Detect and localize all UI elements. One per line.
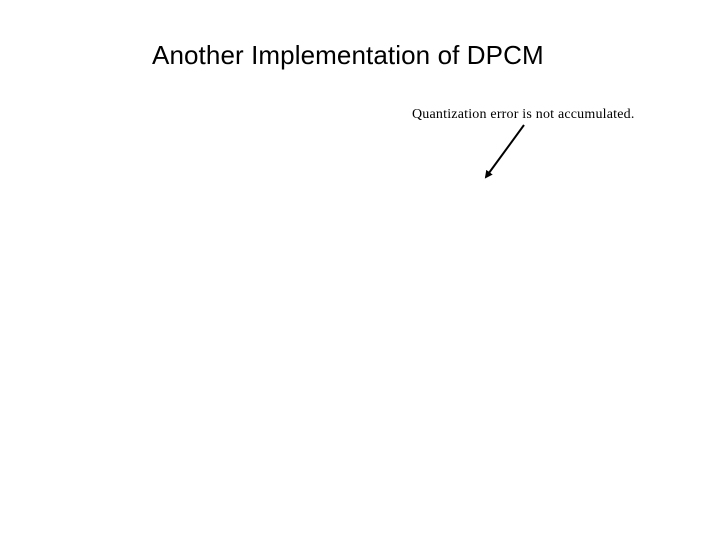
annotation-text: Quantization error is not accumulated. — [412, 107, 635, 122]
slide-title: Another Implementation of DPCM — [152, 40, 544, 70]
